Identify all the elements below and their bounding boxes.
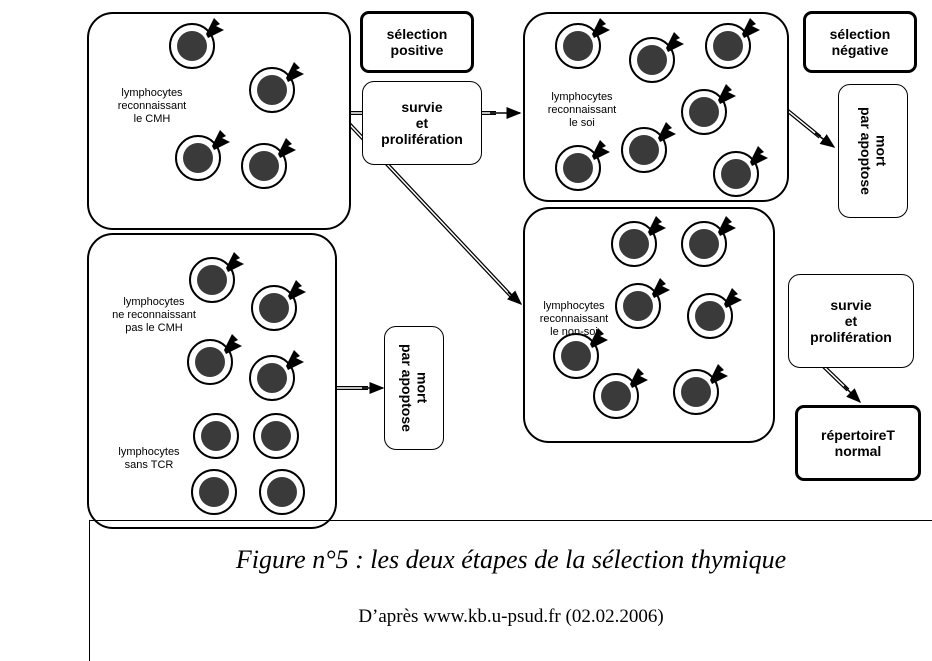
label-cmh: lymphocytes reconnaissant le CMH: [117, 87, 187, 126]
lymphocyte-with-tcr: [705, 18, 760, 69]
figure-caption-box: Figure n°5 : les deux étapes de la sélec…: [89, 520, 932, 661]
survival-label-1: survie et prolifération: [381, 98, 463, 148]
group-box-cmh: [87, 12, 351, 230]
lymphocyte-with-tcr: [713, 146, 768, 197]
lymphocyte-without-tcr: [253, 413, 299, 459]
lymphocyte-without-tcr: [191, 469, 237, 515]
lymphocyte-with-tcr: [249, 62, 304, 113]
lymphocyte-with-tcr: [175, 130, 230, 181]
death-box-1: mort par apoptose: [838, 84, 908, 218]
lymphocyte-with-tcr: [189, 252, 244, 303]
lymphocyte-with-tcr: [555, 18, 610, 69]
lymphocyte-with-tcr: [593, 368, 648, 419]
survival-label-2: survie et prolifération: [810, 296, 892, 346]
survival-box-2: survie et prolifération: [788, 274, 914, 368]
label-no-tcr: lymphocytes sans TCR: [118, 446, 180, 472]
lymphocyte-with-tcr: [615, 278, 670, 329]
lymphocyte-with-tcr: [629, 32, 684, 83]
label-no-cmh: lymphocytes ne reconnaissant pas le CMH: [112, 296, 196, 335]
death-box-2: mort par apoptose: [384, 326, 444, 450]
positive-selection-box: sélection positive: [360, 11, 474, 73]
lymphocyte-with-tcr: [687, 288, 742, 339]
lymphocyte-with-tcr: [169, 18, 224, 69]
lymphocyte-with-tcr: [555, 140, 610, 191]
lymphocyte-with-tcr: [681, 84, 736, 135]
negative-selection-label: sélection négative: [829, 25, 891, 58]
death-label-2: mort par apoptose: [399, 344, 431, 432]
lymphocyte-with-tcr: [621, 122, 676, 173]
lymphocyte-with-tcr: [553, 328, 608, 379]
lymphocyte-with-tcr: [241, 138, 296, 189]
label-non-self: lymphocytes reconnaissant le non-soi: [539, 300, 609, 339]
lymphocyte-without-tcr: [193, 413, 239, 459]
figure-caption-source: D’après www.kb.u-psud.fr (02.02.2006): [358, 606, 664, 627]
lymphocyte-with-tcr: [681, 216, 736, 267]
positive-selection-label: sélection positive: [386, 25, 448, 58]
lymphocyte-without-tcr: [259, 469, 305, 515]
repertoire-label: répertoireT normal: [821, 426, 895, 459]
survival-box-1: survie et prolifération: [362, 81, 482, 165]
lymphocyte-with-tcr: [249, 350, 304, 401]
lymphocyte-with-tcr: [673, 364, 728, 415]
negative-selection-box: sélection négative: [803, 11, 917, 73]
label-self: lymphocytes reconnaissant le soi: [547, 91, 617, 130]
lymphocyte-with-tcr: [251, 280, 306, 331]
repertoire-box: répertoireT normal: [795, 405, 921, 481]
death-label-1: mort par apoptose: [858, 107, 890, 195]
lymphocyte-with-tcr: [187, 334, 242, 385]
figure-caption-title: Figure n°5 : les deux étapes de la sélec…: [235, 545, 787, 574]
lymphocyte-with-tcr: [611, 216, 666, 267]
